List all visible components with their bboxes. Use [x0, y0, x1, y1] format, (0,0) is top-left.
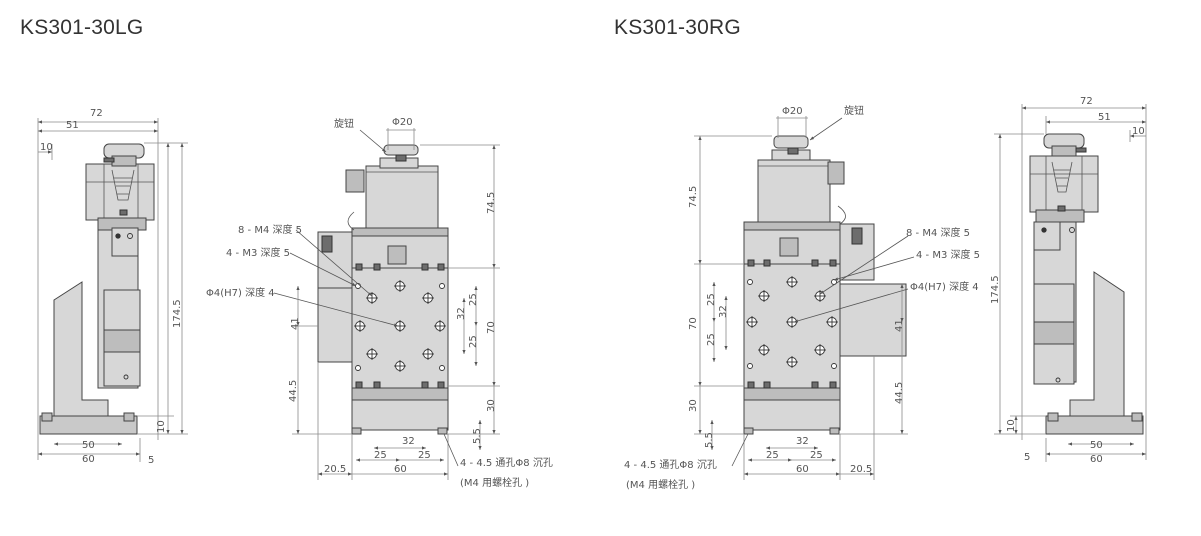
rg-dim-745: 74.5 [688, 186, 699, 208]
rg-side-base [1045, 415, 1144, 435]
rg-dim-51: 51 [1098, 112, 1111, 123]
rg-label-m3: 4 - M3 深度 5 [916, 248, 980, 261]
rg-dim-60b: 60 [796, 464, 809, 475]
lg-front-view [273, 128, 500, 480]
lg-dim-72: 72 [90, 108, 103, 119]
rg-dim-30: 30 [688, 399, 699, 412]
rg-label-m4: 8 - M4 深度 5 [906, 226, 970, 239]
rg-dim-70: 70 [688, 317, 699, 330]
rg-dim-5: 5 [1024, 452, 1030, 463]
lg-side-view [37, 118, 188, 462]
rg-label-thru: 4 - 4.5 通孔Φ8 沉孔 [624, 458, 717, 471]
rg-dim-55: 5.5 [704, 432, 715, 448]
rg-dim-50: 50 [1090, 440, 1103, 451]
right-model-title: KS301-30RG [614, 16, 741, 39]
rg-dim-10a: 10 [1132, 126, 1145, 137]
rg-front-motor [757, 159, 831, 223]
rg-dim-445: 44.5 [894, 382, 905, 404]
rg-dim-32v: 32 [718, 305, 729, 318]
lg-front-knob [383, 144, 419, 156]
lg-dim-205: 20.5 [324, 464, 346, 475]
rg-label-pin: Φ4(H7) 深度 4 [910, 280, 979, 293]
rg-front-side-box [839, 283, 907, 357]
lg-label-m4: 8 - M4 深度 5 [238, 223, 302, 236]
lg-dim-25h2: 25 [418, 450, 431, 461]
lg-dim-745: 74.5 [486, 192, 497, 214]
rg-dim-72: 72 [1080, 96, 1093, 107]
rg-dim-25h2: 25 [810, 450, 823, 461]
lg-dim-10a: 10 [40, 142, 53, 153]
lg-dim-25h1: 25 [374, 450, 387, 461]
lg-label-pin: Φ4(H7) 深度 4 [206, 286, 275, 299]
rg-dim-32h: 32 [796, 436, 809, 447]
lg-dim-41: 41 [290, 317, 301, 330]
lg-side-bracket [53, 281, 109, 417]
rg-dim-41: 41 [894, 319, 905, 332]
lg-dim-1745: 174.5 [172, 299, 183, 328]
rg-label-bolt: (M4 用螺栓孔 ) [626, 478, 695, 491]
lg-knob-label: 旋钮 [334, 117, 354, 130]
rg-side-bracket [1069, 271, 1125, 417]
rg-dim-10b: 10 [1006, 419, 1017, 432]
rg-front-view [694, 116, 915, 480]
lg-dim-25v1: 25 [468, 293, 479, 306]
rg-side-motor [1029, 155, 1099, 213]
rg-front-knob [773, 135, 809, 149]
lg-dim-445: 44.5 [288, 380, 299, 402]
rg-dim-60: 60 [1090, 454, 1103, 465]
lg-dim-51: 51 [66, 120, 79, 131]
rg-side-view [994, 104, 1147, 462]
lg-label-thru: 4 - 4.5 通孔Φ8 沉孔 [460, 456, 553, 469]
lg-dim-32v: 32 [456, 307, 467, 320]
rg-dim-1745: 174.5 [990, 275, 1001, 304]
rg-dim-25v1: 25 [706, 293, 717, 306]
lg-dim-10b: 10 [156, 420, 167, 433]
lg-dim-25v2: 25 [468, 335, 479, 348]
lg-side-base [39, 415, 138, 435]
lg-dim-32h: 32 [402, 436, 415, 447]
lg-front-side-box [317, 287, 353, 363]
lg-front-motor [365, 165, 439, 229]
rg-front-base [743, 399, 841, 431]
lg-dim-phi20: Φ20 [392, 117, 413, 128]
rg-dim-205: 20.5 [850, 464, 872, 475]
lg-dim-30: 30 [486, 399, 497, 412]
lg-dim-5: 5 [148, 455, 154, 466]
lg-label-m3: 4 - M3 深度 5 [226, 246, 290, 259]
left-model-title: KS301-30LG [20, 16, 144, 39]
lg-dim-55: 5.5 [472, 428, 483, 444]
lg-label-bolt: (M4 用螺栓孔 ) [460, 476, 529, 489]
rg-dim-25h1: 25 [766, 450, 779, 461]
rg-dim-25v2: 25 [706, 333, 717, 346]
lg-dim-60b: 60 [394, 464, 407, 475]
lg-dim-60: 60 [82, 454, 95, 465]
lg-front-base [351, 399, 449, 431]
rg-knob-label: 旋钮 [844, 104, 864, 117]
lg-dim-50: 50 [82, 440, 95, 451]
lg-dim-70: 70 [486, 321, 497, 334]
rg-dim-phi20: Φ20 [782, 106, 803, 117]
